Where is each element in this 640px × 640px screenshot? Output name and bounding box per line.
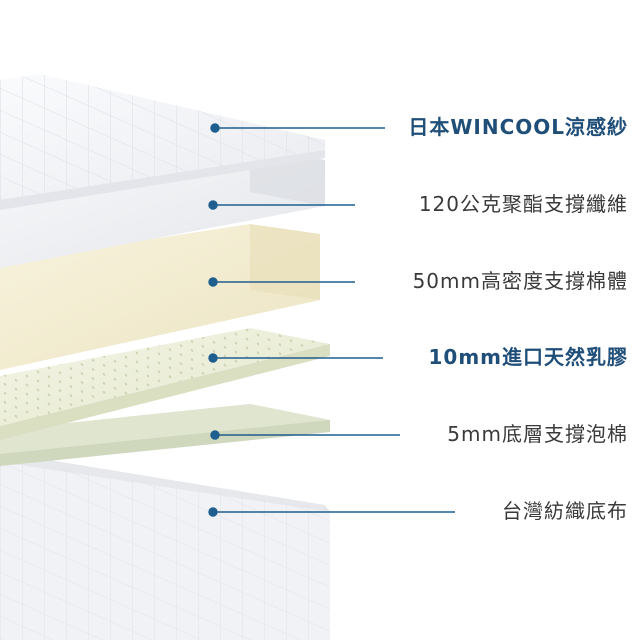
label-latex: 10mm進口天然乳膠 [428, 345, 628, 369]
layer-base-foam [0, 404, 330, 466]
label-wincool: 日本WINCOOL涼感紗 [408, 115, 628, 139]
leader-dot-fabric [208, 507, 218, 517]
leader-dot-wincool [210, 123, 220, 133]
layer-latex [0, 328, 330, 440]
label-fabric: 台灣紡織底布 [502, 499, 628, 523]
leader-dot-base-foam [210, 430, 220, 440]
leader-dot-foam [208, 277, 218, 287]
layer-foam [0, 224, 320, 370]
label-foam: 50mm高密度支撐棉體 [412, 269, 628, 293]
leader-dot-fiber [208, 200, 218, 210]
label-fiber: 120公克聚酯支撐纖維 [418, 192, 628, 216]
label-base-foam: 5mm底層支撐泡棉 [447, 422, 628, 446]
leader-lines [208, 123, 455, 517]
layer-wincool [0, 74, 325, 210]
layer-fabric [0, 452, 330, 640]
leader-dot-latex [208, 353, 218, 363]
